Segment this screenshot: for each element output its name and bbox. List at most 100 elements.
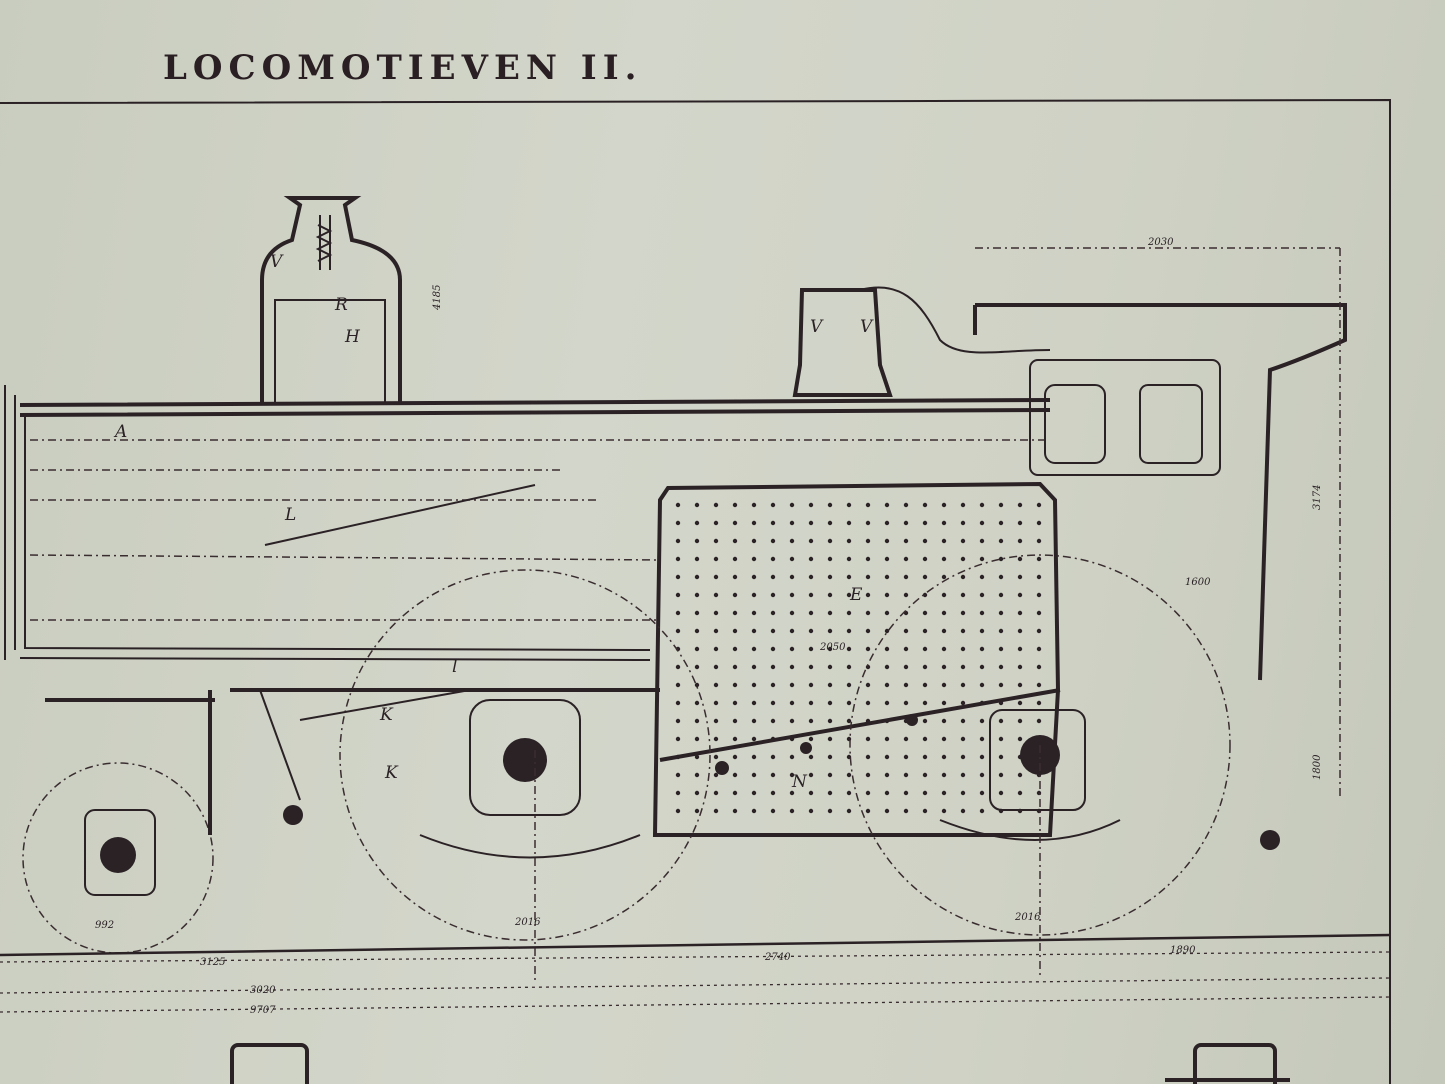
stay-bolt (713, 664, 719, 670)
stay-bolt (751, 610, 757, 616)
stay-bolt (960, 664, 966, 670)
driving-wheel-front (339, 569, 711, 941)
stay-bolt (694, 574, 700, 580)
stay-bolt (960, 556, 966, 562)
stay-bolt (922, 592, 928, 598)
stay-bolt (960, 772, 966, 778)
stay-bolt (979, 592, 985, 598)
stay-bolt (1017, 646, 1023, 652)
stay-bolt (846, 538, 852, 544)
stay-bolt (751, 574, 757, 580)
stay-bolt (827, 700, 833, 706)
stay-bolt (922, 682, 928, 688)
label-n: N (791, 772, 808, 792)
stay-bolt (903, 664, 909, 670)
stay-bolt (960, 574, 966, 580)
stay-bolt (884, 736, 890, 742)
stay-bolt (1017, 538, 1023, 544)
drawing-frame (0, 98, 1391, 1084)
stay-bolt (998, 772, 1004, 778)
stay-bolt (732, 790, 738, 796)
stay-bolt (808, 754, 814, 760)
stay-bolt (827, 538, 833, 544)
stay-bolt (979, 502, 985, 508)
stay-bolt (884, 574, 890, 580)
stay-bolt (751, 754, 757, 760)
stay-bolt (751, 736, 757, 742)
stay-bolt (846, 502, 852, 508)
stay-bolt (846, 610, 852, 616)
firebox: 2050 (652, 481, 1061, 837)
stay-bolt (922, 718, 928, 724)
stay-bolt (979, 790, 985, 796)
stay-bolt (732, 682, 738, 688)
stay-bolt (884, 520, 890, 526)
stay-bolt (960, 754, 966, 760)
dim-wheel-rear: 2016 (1014, 912, 1041, 923)
stay-bolt (865, 502, 871, 508)
stay-bolt (903, 646, 909, 652)
stay-bolt (827, 682, 833, 688)
stay-bolt (998, 502, 1004, 508)
stay-bolt (941, 574, 947, 580)
stay-bolt (1017, 772, 1023, 778)
stay-bolt (827, 574, 833, 580)
stay-bolt (998, 574, 1004, 580)
stay-bolt (675, 538, 681, 544)
stay-bolt (732, 556, 738, 562)
stay-bolt (732, 646, 738, 652)
stay-bolt (1017, 736, 1023, 742)
stay-bolt (808, 556, 814, 562)
stay-bolt (675, 772, 681, 778)
stay-bolt (808, 538, 814, 544)
stay-bolt (884, 502, 890, 508)
stay-bolt (960, 502, 966, 508)
stay-bolt (751, 520, 757, 526)
stay-bolt (922, 790, 928, 796)
stay-bolt (941, 628, 947, 634)
stay-bolt (1017, 790, 1023, 796)
stay-bolt (865, 556, 871, 562)
stay-bolt (808, 808, 814, 814)
stay-bolt (675, 664, 681, 670)
stay-bolt (941, 538, 947, 544)
stay-bolt (789, 610, 795, 616)
stay-bolt (751, 790, 757, 796)
stay-bolt (675, 736, 681, 742)
stay-bolt (827, 610, 833, 616)
stay-bolt (770, 610, 776, 616)
cab: 2030 1600 3174 1800 4185 (432, 237, 1347, 800)
stay-bolt (713, 646, 719, 652)
stay-bolt (789, 628, 795, 634)
stay-bolt (903, 502, 909, 508)
stay-bolt (922, 700, 928, 706)
stay-bolt (979, 628, 985, 634)
stay-bolt (846, 646, 852, 652)
stay-bolt (827, 556, 833, 562)
stay-bolt (1017, 700, 1023, 706)
stay-bolt (694, 718, 700, 724)
stay-bolt (884, 556, 890, 562)
stay-bolt (713, 718, 719, 724)
stay-bolt (694, 790, 700, 796)
stay-bolt (903, 556, 909, 562)
stay-bolt (979, 664, 985, 670)
stay-bolt (713, 592, 719, 598)
stay-bolt (751, 556, 757, 562)
stay-bolt (884, 646, 890, 652)
firebox-stays (675, 502, 1042, 814)
stay-bolt (884, 808, 890, 814)
stay-bolt (732, 718, 738, 724)
stay-bolt (694, 592, 700, 598)
stay-bolt (865, 808, 871, 814)
label-k2: K (384, 763, 399, 783)
stay-bolt (675, 718, 681, 724)
stay-bolt (789, 754, 795, 760)
stay-bolt (732, 808, 738, 814)
stay-bolt (694, 700, 700, 706)
stay-bolt (884, 610, 890, 616)
stay-bolt (675, 700, 681, 706)
stay-bolt (808, 592, 814, 598)
stay-bolt (941, 502, 947, 508)
stay-bolt (808, 736, 814, 742)
